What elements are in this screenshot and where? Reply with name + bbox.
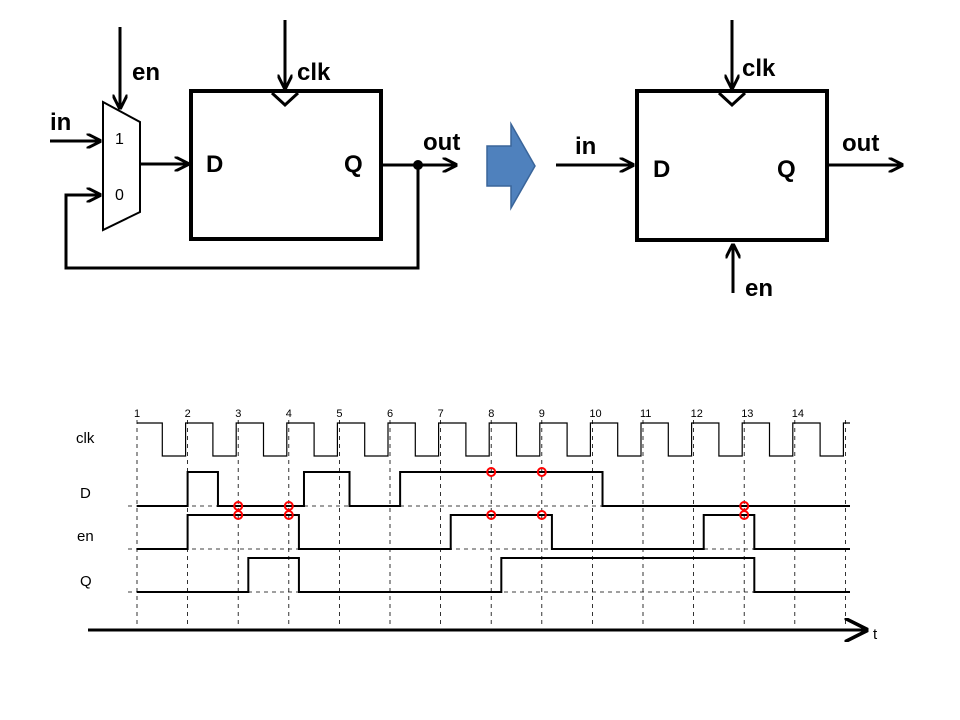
clk-label: clk bbox=[297, 59, 331, 86]
clk-waveform bbox=[137, 422, 850, 457]
cycle-label: 6 bbox=[387, 408, 393, 420]
mux-input-1-label: 1 bbox=[115, 131, 124, 148]
clock-triangle bbox=[270, 91, 300, 108]
cycle-label: 1 bbox=[134, 408, 140, 420]
cycle-guides bbox=[136, 420, 846, 625]
transform-arrow bbox=[486, 121, 536, 211]
left-circuit: 1 0 en in clk D Q out bbox=[50, 20, 460, 270]
cycle-label: 11 bbox=[640, 408, 651, 420]
q-label: Q bbox=[777, 156, 796, 183]
cycle-label: 9 bbox=[539, 408, 545, 420]
feedback-wire bbox=[64, 165, 420, 270]
out-label: out bbox=[842, 130, 879, 157]
cycle-label: 13 bbox=[741, 408, 753, 420]
flip-flop-box bbox=[189, 89, 383, 241]
en-label: en bbox=[745, 275, 773, 302]
d-label: D bbox=[206, 151, 223, 178]
time-axis-label: t bbox=[873, 626, 878, 643]
cycle-label: 7 bbox=[438, 408, 444, 420]
signal-label-d: D bbox=[80, 485, 91, 502]
right-circuit: clk in D Q out en bbox=[556, 20, 902, 302]
signal-label-q: Q bbox=[80, 573, 92, 590]
cycle-label: 2 bbox=[185, 408, 191, 420]
sample-mark bbox=[486, 467, 497, 477]
sample-mark bbox=[486, 510, 497, 520]
cycle-label: 5 bbox=[336, 408, 342, 420]
d-label: D bbox=[653, 156, 670, 183]
signal-label-en: en bbox=[77, 528, 94, 545]
out-label: out bbox=[423, 129, 460, 156]
sample-marks bbox=[233, 467, 750, 520]
sample-mark bbox=[233, 510, 244, 520]
mux bbox=[102, 100, 141, 232]
mux-input-0-label: 0 bbox=[115, 187, 124, 204]
sample-mark bbox=[739, 510, 750, 520]
sample-mark bbox=[283, 510, 294, 520]
cycle-label: 10 bbox=[589, 408, 601, 420]
q-label: Q bbox=[344, 151, 363, 178]
en-waveform bbox=[137, 514, 850, 550]
in-label: in bbox=[575, 133, 596, 160]
cycle-label: 3 bbox=[235, 408, 241, 420]
q-waveform bbox=[137, 557, 850, 593]
in-label: in bbox=[50, 109, 71, 136]
cycle-label: 8 bbox=[488, 408, 494, 420]
cycle-label: 14 bbox=[792, 408, 804, 420]
en-label: en bbox=[132, 59, 160, 86]
clock-triangle bbox=[717, 91, 747, 108]
cycle-label: 4 bbox=[286, 408, 292, 420]
clk-label: clk bbox=[742, 55, 776, 82]
signal-label-clk: clk bbox=[76, 430, 95, 447]
sample-mark bbox=[536, 510, 547, 520]
sample-mark bbox=[536, 467, 547, 477]
cycle-label: 12 bbox=[691, 408, 703, 420]
d-waveform bbox=[137, 471, 850, 507]
